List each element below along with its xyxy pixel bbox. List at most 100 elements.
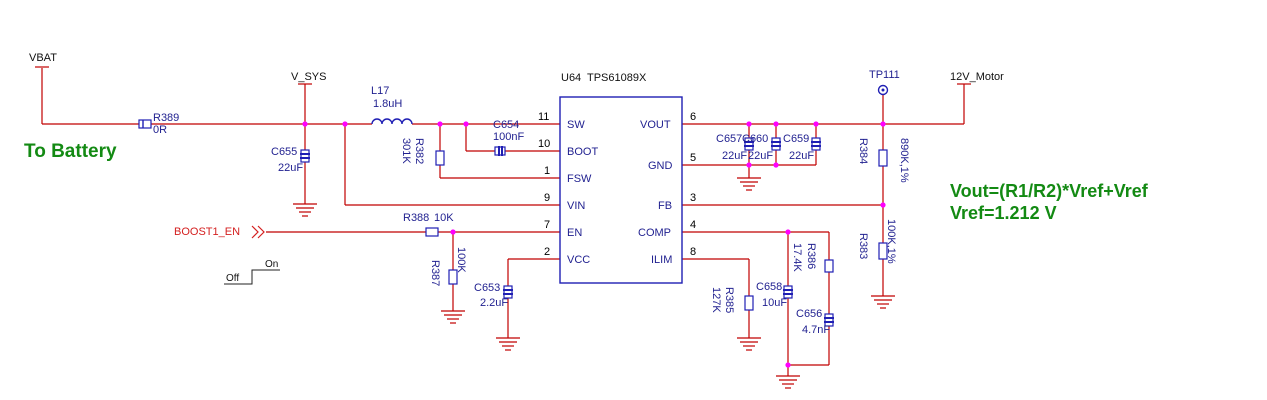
capacitor-c654[interactable]: C654 100nF: [493, 119, 524, 156]
ic-body: [559, 96, 683, 284]
pin-number: 9: [544, 192, 550, 204]
component-ref: C657: [716, 133, 742, 145]
net-label-12v-motor: 12V_Motor: [950, 71, 1004, 83]
pin-number: 6: [690, 111, 696, 123]
junction-dot: [450, 229, 456, 235]
capacitor-c659[interactable]: C659 22uF: [783, 133, 821, 162]
component-value: 17.4K: [791, 243, 803, 272]
junction-dot: [342, 121, 348, 127]
component-ref: R385: [723, 287, 735, 313]
vout-formula: Vout=(R1/R2)*Vref+Vref: [950, 181, 1149, 201]
pin-number: 8: [690, 246, 696, 258]
pin-name: BOOT: [567, 146, 598, 158]
junctions: [302, 121, 886, 368]
component-ref: TP111: [869, 69, 900, 81]
pin-name: COMP: [638, 227, 671, 239]
component-ref: R386: [805, 243, 817, 269]
component-ref: C656: [796, 308, 822, 320]
resistor-r387[interactable]: 100K R387: [429, 247, 467, 286]
junction-dot: [773, 121, 779, 127]
junction-dot: [785, 229, 791, 235]
pin-number: 1: [544, 165, 550, 177]
pin-name: VOUT: [640, 119, 671, 131]
pin-number: 2: [544, 246, 550, 258]
enable-toggle-waveform: Off On: [224, 259, 280, 285]
net-label-vbat: VBAT: [29, 52, 57, 64]
component-value: 22uF: [722, 150, 747, 162]
junction-dot: [437, 121, 443, 127]
inductor-l17[interactable]: L17 1.8uH: [371, 85, 413, 125]
component-ref: C658: [756, 281, 782, 293]
ground-symbol-r383: [871, 295, 895, 309]
component-value: 10uF: [762, 297, 787, 309]
pin-number: 11: [538, 111, 549, 123]
pin-name: FSW: [567, 173, 592, 185]
component-ref: L17: [371, 85, 389, 97]
capacitor-c656[interactable]: C656 4.7nF: [796, 308, 834, 336]
pin-name: ILIM: [651, 254, 672, 266]
component-value: 4.7nF: [802, 324, 830, 336]
component-ref: C655: [271, 146, 297, 158]
component-value: 1.8uH: [373, 98, 402, 110]
pin-number: 4: [690, 219, 696, 231]
capacitor-c653[interactable]: C653 2.2uF: [474, 282, 513, 309]
component-value: 10K: [434, 212, 454, 224]
component-value: 100nF: [493, 131, 524, 143]
battery-note: To Battery: [24, 141, 117, 162]
component-ref: C654: [493, 119, 519, 131]
component-ref: R383: [857, 233, 869, 259]
capacitor-c657[interactable]: C657 22uF: [716, 133, 754, 162]
component-value: 22uF: [748, 150, 773, 162]
resistor-r382[interactable]: R382 301K: [400, 138, 445, 166]
ic-ref: U64: [561, 72, 581, 84]
ground-symbol-c655: [293, 203, 317, 217]
resistor-r384[interactable]: R384 890K,1%: [857, 138, 910, 183]
pin-name: FB: [658, 200, 672, 212]
junction-dot: [746, 162, 752, 168]
component-value: 22uF: [278, 162, 303, 174]
capacitor-c660[interactable]: C660 22uF: [742, 133, 781, 162]
wires: [41, 68, 965, 376]
resistor-r388[interactable]: R388 10K: [403, 212, 454, 237]
net-port-boost1-en[interactable]: BOOST1_EN: [174, 225, 265, 239]
vref-note: Vref=1.212 V: [950, 203, 1057, 223]
capacitor-c655[interactable]: C655 22uF: [271, 146, 310, 174]
resistor-r385[interactable]: R385 127K: [710, 287, 754, 313]
toggle-on-label: On: [265, 259, 278, 270]
net-label-vsys: V_SYS: [291, 71, 326, 83]
component-ref: R382: [413, 138, 425, 164]
ic-u64[interactable]: U64 TPS61089X 11 SW 10 BOOT 1 FSW 9 VIN …: [538, 72, 696, 284]
component-ref: C660: [742, 133, 768, 145]
component-ref: R389: [153, 112, 179, 124]
junction-dot: [746, 121, 752, 127]
component-ref: R384: [857, 138, 869, 164]
junction-dot: [302, 121, 308, 127]
resistor-r383[interactable]: R383 100K,1%: [857, 219, 897, 264]
pin-name: SW: [567, 119, 585, 131]
pin-name: VCC: [567, 254, 590, 266]
pin-name: VIN: [567, 200, 585, 212]
net-label-boost1-en: BOOST1_EN: [174, 226, 240, 238]
ground-symbol-r385: [737, 337, 761, 351]
component-value: 2.2uF: [480, 297, 508, 309]
pin-name: EN: [567, 227, 582, 239]
junction-dot: [463, 121, 469, 127]
pin-number: 3: [690, 192, 696, 204]
resistor-r389[interactable]: R389 0R: [138, 112, 179, 136]
testpoint-tp111[interactable]: TP111: [869, 69, 900, 96]
capacitor-c658[interactable]: C658 10uF: [756, 281, 793, 309]
component-ref: C653: [474, 282, 500, 294]
toggle-off-label: Off: [226, 273, 239, 284]
pin-name: GND: [648, 160, 673, 172]
component-ref: C659: [783, 133, 809, 145]
junction-dot: [785, 362, 791, 368]
ic-part: TPS61089X: [587, 72, 647, 84]
junction-dot: [880, 202, 886, 208]
resistor-r386[interactable]: R386 17.4K: [791, 243, 834, 273]
ground-symbol-r387: [441, 310, 465, 324]
component-value: 22uF: [789, 150, 814, 162]
junction-dot: [813, 121, 819, 127]
component-ref: R388: [403, 212, 429, 224]
component-value: 890K,1%: [898, 138, 910, 183]
